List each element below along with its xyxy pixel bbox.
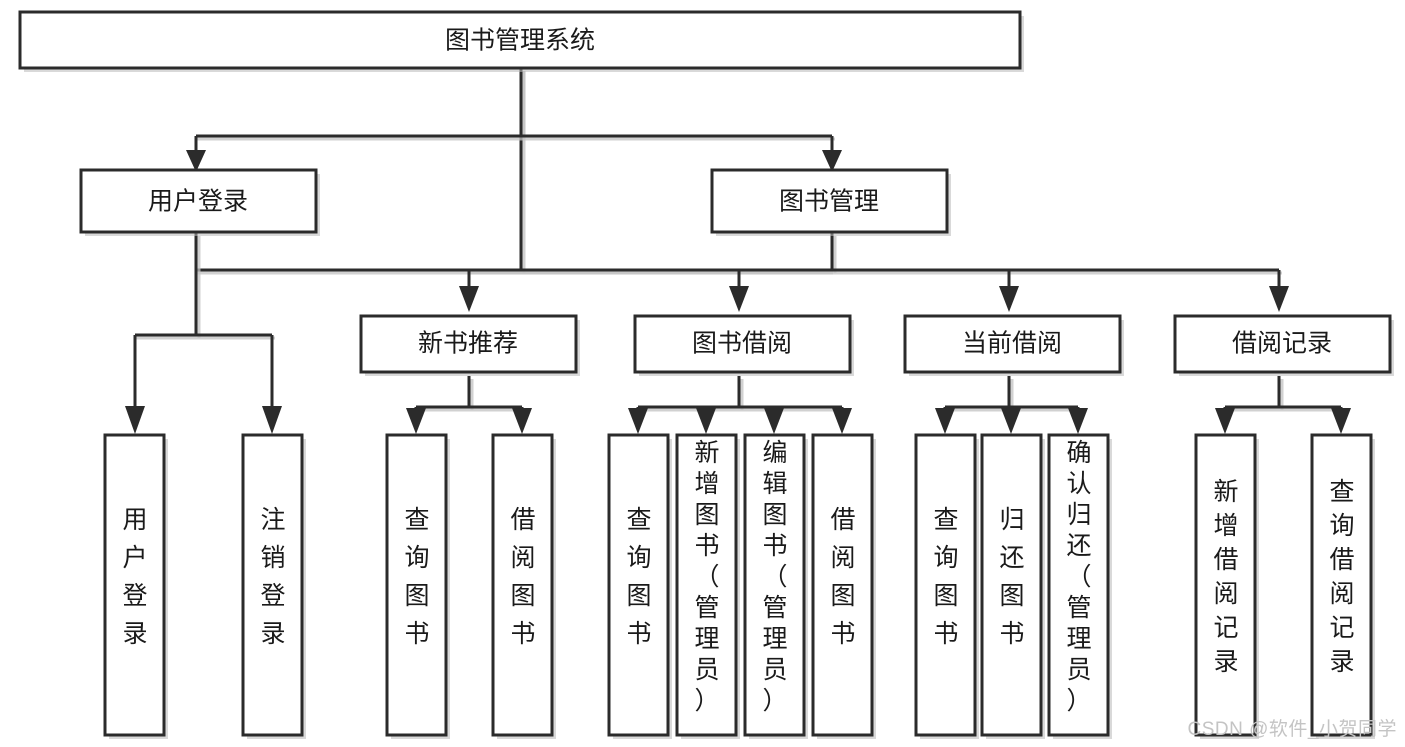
node-root-label: 图书管理系统 (445, 27, 595, 55)
leaf-box (980, 433, 1043, 737)
arrow-head-leaf-return-book (1001, 408, 1021, 434)
node-leaf-query-book-1[interactable]: 查询图书 (385, 433, 450, 739)
leaf-label: 注销登录 (260, 506, 285, 648)
leaf-box (491, 433, 554, 737)
leaf-label: 确认归还（管理员） (1066, 439, 1091, 715)
arrow-head-leaf-confirm-return (1068, 408, 1088, 434)
node-leaf-borrow-book-2[interactable]: 借阅图书 (811, 433, 876, 739)
arrow-head-leaf-query-book-2 (628, 408, 648, 434)
arrow-head-leaf-user-logout (262, 406, 282, 434)
leaf-nodes: 用户登录 注销登录 查询图书 借阅图书 查询图书 新增图书（管理员） (103, 433, 1375, 739)
leaf-label: 查询图书 (404, 506, 429, 648)
node-book-borrow[interactable]: 图书借阅 (633, 314, 854, 376)
node-leaf-confirm-return[interactable]: 确认归还（管理员） (1047, 433, 1112, 739)
node-leaf-add-record[interactable]: 新增借阅记录 (1194, 433, 1259, 739)
leaf-label: 新增图书（管理员） (694, 439, 719, 715)
node-leaf-return-book[interactable]: 归还图书 (980, 433, 1045, 739)
leaf-box (103, 433, 166, 737)
arrow-head-new-book-recommend (459, 286, 479, 312)
node-leaf-edit-book[interactable]: 编辑图书（管理员） (743, 433, 808, 739)
connectors (125, 68, 1351, 434)
node-new-book-recommend-label: 新书推荐 (418, 330, 518, 358)
node-borrow-record[interactable]: 借阅记录 (1173, 314, 1394, 376)
leaf-label: 归还图书 (999, 506, 1024, 648)
node-leaf-query-book-3[interactable]: 查询图书 (914, 433, 979, 739)
node-new-book-recommend[interactable]: 新书推荐 (359, 314, 580, 376)
arrow-head-leaf-add-book (696, 408, 716, 434)
arrow-head-user-login (186, 150, 206, 172)
arrow-head-leaf-query-book-3 (935, 408, 955, 434)
arrow-head-leaf-user-login (125, 406, 145, 434)
node-current-borrow-label: 当前借阅 (962, 330, 1062, 358)
node-borrow-record-box (1173, 314, 1392, 374)
leaf-label: 借阅图书 (510, 506, 535, 648)
arrow-head-leaf-borrow-book-1 (512, 408, 532, 434)
leaf-box (811, 433, 874, 737)
arrow-head-leaf-query-record (1331, 408, 1351, 434)
leaf-box (1310, 433, 1373, 737)
node-leaf-borrow-book-1[interactable]: 借阅图书 (491, 433, 556, 739)
node-book-manage[interactable]: 图书管理 (710, 168, 951, 236)
node-new-book-recommend-box (359, 314, 578, 374)
leaf-label: 借阅图书 (830, 506, 855, 648)
node-book-manage-label: 图书管理 (779, 188, 879, 216)
node-root-box (18, 10, 1022, 70)
leaf-box (914, 433, 977, 737)
node-book-borrow-label: 图书借阅 (692, 330, 792, 358)
arrow-head-book-manage (822, 150, 842, 172)
node-leaf-user-login[interactable]: 用户登录 (103, 433, 168, 739)
leaf-box (385, 433, 448, 737)
leaf-label: 编辑图书（管理员） (762, 439, 787, 715)
node-book-manage-box (710, 168, 949, 234)
arrow-head-leaf-query-book-1 (406, 408, 426, 434)
arrow-head-borrow-record (1269, 286, 1289, 312)
arrow-head-leaf-add-record (1215, 408, 1235, 434)
node-user-login-box (79, 168, 318, 234)
leaf-label: 查询图书 (626, 506, 651, 648)
leaf-label: 查询图书 (933, 506, 958, 648)
leaf-box (1047, 433, 1110, 737)
node-root[interactable]: 图书管理系统 (18, 10, 1024, 72)
node-user-login-label: 用户登录 (148, 188, 248, 216)
leaf-box (607, 433, 670, 737)
node-user-login[interactable]: 用户登录 (79, 168, 320, 236)
node-book-borrow-box (633, 314, 852, 374)
node-leaf-query-book-2[interactable]: 查询图书 (607, 433, 672, 739)
leaf-label: 新增借阅记录 (1213, 478, 1238, 676)
node-borrow-record-label: 借阅记录 (1232, 330, 1332, 358)
node-current-borrow[interactable]: 当前借阅 (903, 314, 1124, 376)
leaf-box (241, 433, 304, 737)
node-current-borrow-box (903, 314, 1122, 374)
leaf-label: 用户登录 (122, 506, 147, 648)
arrow-head-leaf-edit-book (764, 408, 784, 434)
arrow-head-current-borrow (999, 286, 1019, 312)
node-leaf-add-book[interactable]: 新增图书（管理员） (675, 433, 740, 739)
leaf-label: 查询借阅记录 (1329, 478, 1354, 676)
leaf-box (1194, 433, 1257, 737)
node-leaf-user-logout[interactable]: 注销登录 (241, 433, 306, 739)
arrow-head-book-borrow (729, 286, 749, 312)
leaf-box (675, 433, 738, 737)
leaf-box (743, 433, 806, 737)
node-leaf-query-record[interactable]: 查询借阅记录 (1310, 433, 1375, 739)
arrow-head-leaf-borrow-book-2 (832, 408, 852, 434)
